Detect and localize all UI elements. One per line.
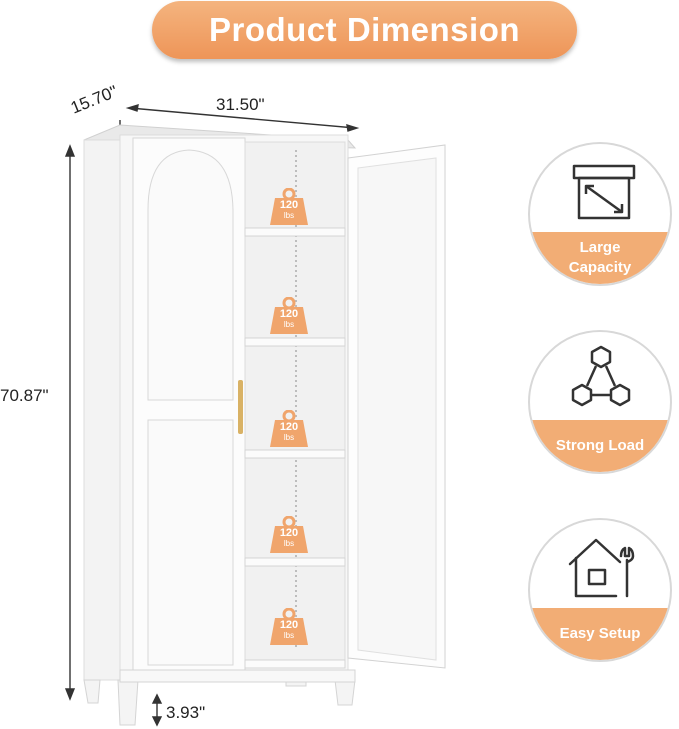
feature-label-band: Large Capacity [530, 232, 670, 284]
weight-icon [270, 516, 308, 553]
width-label: 31.50" [216, 95, 265, 114]
weight-unit: lbs [283, 320, 295, 329]
height-label: 70.87" [0, 386, 49, 405]
weight-icon [270, 608, 308, 645]
shelf-weight-badge: 120 lbs [269, 297, 309, 335]
box-expand-icon [572, 164, 636, 220]
weight-value: 120 [279, 199, 299, 211]
cabinet-illustration [64, 104, 446, 727]
weight-value: 120 [279, 308, 299, 320]
title-banner: Product Dimension [152, 1, 577, 59]
feature-easy-setup: Easy Setup [528, 518, 672, 662]
shelf-weight-badge: 120 lbs [269, 410, 309, 448]
weight-unit: lbs [283, 211, 295, 220]
house-wrench-icon [568, 538, 635, 598]
feature-label-band: Strong Load [530, 420, 670, 472]
weight-icon [270, 188, 308, 225]
feature-label: Easy Setup [559, 625, 641, 642]
weight-icon [270, 297, 308, 334]
feature-label: Strong Load [555, 437, 645, 454]
leg-height-label: 3.93" [166, 703, 206, 722]
weight-value: 120 [279, 527, 299, 539]
shelf-weight-badge: 120 lbs [269, 188, 309, 226]
weight-icon [270, 410, 308, 447]
weight-value: 120 [279, 619, 299, 631]
feature-large-capacity: Large Capacity [528, 142, 672, 286]
feature-label-band: Easy Setup [530, 608, 670, 660]
weight-unit: lbs [283, 631, 295, 640]
shelf-weight-badge: 120 lbs [269, 608, 309, 646]
hexagon-molecule-icon [571, 345, 631, 407]
weight-value: 120 [279, 421, 299, 433]
weight-unit: lbs [283, 433, 295, 442]
page-title: Product Dimension [208, 11, 521, 48]
shelf-weight-badge: 120 lbs [269, 516, 309, 554]
feature-strong-load: Strong Load [528, 330, 672, 474]
feature-label: Large Capacity [568, 239, 632, 276]
weight-unit: lbs [283, 539, 295, 548]
